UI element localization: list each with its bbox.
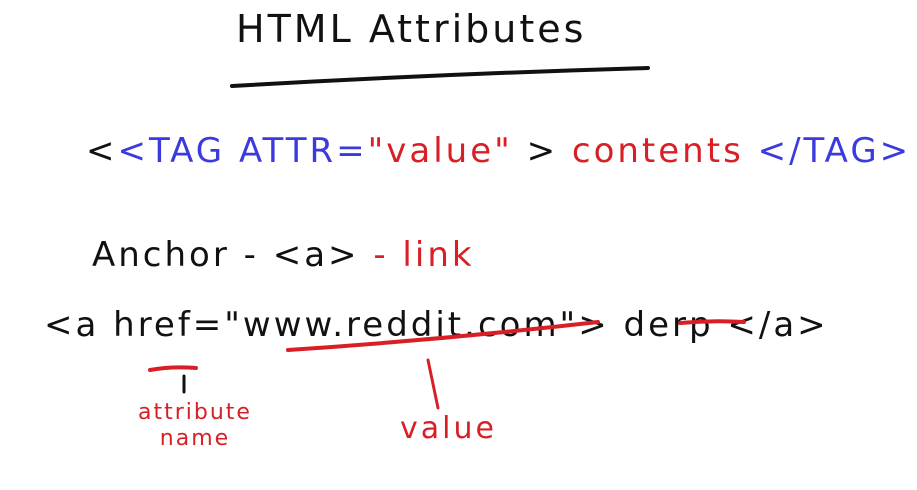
closing-tag: </TAG> — [757, 131, 912, 171]
derp-underline — [678, 319, 746, 325]
attr-value: "value" — [367, 131, 513, 171]
anchor-meaning: - link — [373, 235, 475, 275]
tag-name: <TAG — [117, 131, 226, 171]
anchor-tag: <a> — [272, 235, 360, 275]
url-underline — [286, 320, 600, 352]
anchor-label: Anchor - — [92, 235, 259, 275]
attr-name: ATTR= — [238, 131, 368, 171]
value-pointer-line — [426, 358, 440, 410]
title-underline — [230, 66, 650, 88]
close-bracket: > — [526, 131, 559, 171]
open-bracket: < — [86, 131, 118, 171]
example-open: <a — [44, 305, 100, 345]
diagram-title: HTML Attributes — [236, 7, 587, 51]
example-line: <a href="www.reddit.com"> derp </a> — [44, 308, 829, 342]
example-text: derp — [623, 305, 714, 345]
value-note: value — [400, 411, 497, 446]
attribute-name-note: attribute name — [138, 400, 252, 453]
example-value: "www.reddit.com"> — [224, 305, 610, 345]
example-close: </a> — [727, 305, 829, 345]
anchor-line: Anchor - <a> - link — [92, 238, 475, 272]
href-underline — [148, 365, 198, 372]
attribute-note-line2: name — [159, 426, 231, 452]
attribute-note-line1: attribute — [138, 400, 252, 425]
contents-text: contents — [571, 131, 744, 171]
syntax-line: <<TAG ATTR="value" > contents </TAG> — [86, 134, 911, 168]
example-attr: href= — [113, 305, 225, 345]
